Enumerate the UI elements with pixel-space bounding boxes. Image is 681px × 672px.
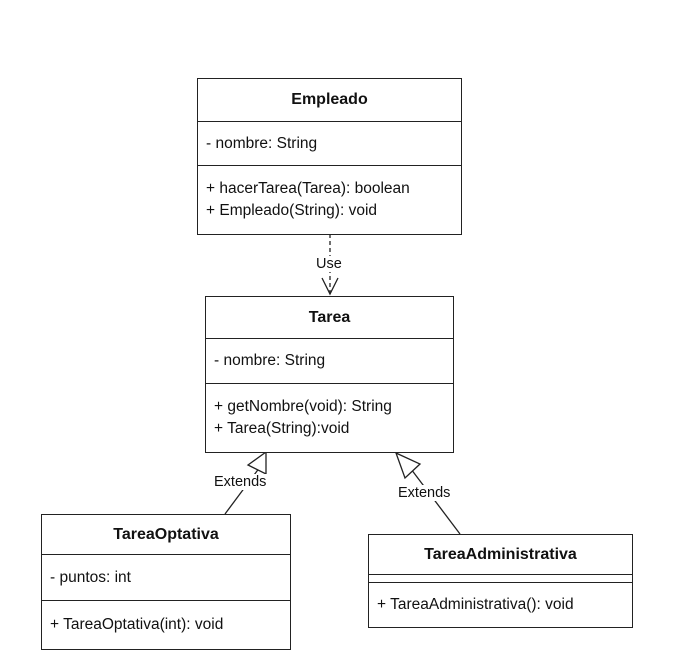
attribute-line: - puntos: int xyxy=(50,568,131,586)
class-empleado-methods: + hacerTarea(Tarea): boolean + Empleado(… xyxy=(198,166,461,233)
class-tarea-optativa-methods: + TareaOptativa(int): void xyxy=(42,601,290,648)
class-tarea-administrativa-methods: + TareaAdministrativa(): void xyxy=(369,583,632,626)
class-tarea-optativa[interactable]: TareaOptativa - puntos: int + TareaOptat… xyxy=(41,514,291,650)
attribute-line: - nombre: String xyxy=(214,352,326,369)
use-relation-label: Use xyxy=(314,256,344,272)
method-line: + TareaOptativa(int): void xyxy=(50,615,224,633)
class-empleado-name: Empleado xyxy=(198,79,461,122)
class-empleado[interactable]: Empleado - nombre: String + hacerTarea(T… xyxy=(197,78,462,235)
class-tarea[interactable]: Tarea - nombre: String + getNombre(void)… xyxy=(205,296,454,453)
extends-administrativa-label: Extends xyxy=(396,485,453,501)
use-open-arrowhead xyxy=(321,277,339,296)
class-tarea-attributes: - nombre: String xyxy=(206,339,453,384)
extends-optativa-triangle xyxy=(246,450,267,476)
method-line: + Tarea(String):void xyxy=(214,419,350,437)
attribute-line: - nombre: String xyxy=(206,134,318,152)
method-line: + getNombre(void): String xyxy=(214,397,392,415)
class-empleado-attributes: - nombre: String xyxy=(198,122,461,166)
extends-administrativa-triangle xyxy=(394,451,422,480)
class-tarea-name: Tarea xyxy=(206,297,453,339)
class-tarea-administrativa[interactable]: TareaAdministrativa + TareaAdministrativ… xyxy=(368,534,633,628)
class-tarea-optativa-name: TareaOptativa xyxy=(42,515,290,555)
method-line: + hacerTarea(Tarea): boolean xyxy=(206,179,410,197)
class-tarea-optativa-attributes: - puntos: int xyxy=(42,555,290,601)
class-tarea-administrativa-attributes xyxy=(369,575,632,583)
method-line: + TareaAdministrativa(): void xyxy=(377,595,574,613)
extends-administrativa-line xyxy=(410,468,461,535)
method-line: + Empleado(String): void xyxy=(206,201,378,219)
extends-optativa-label: Extends xyxy=(212,474,269,490)
class-tarea-methods: + getNombre(void): String + Tarea(String… xyxy=(206,384,453,451)
class-tarea-administrativa-name: TareaAdministrativa xyxy=(369,535,632,575)
